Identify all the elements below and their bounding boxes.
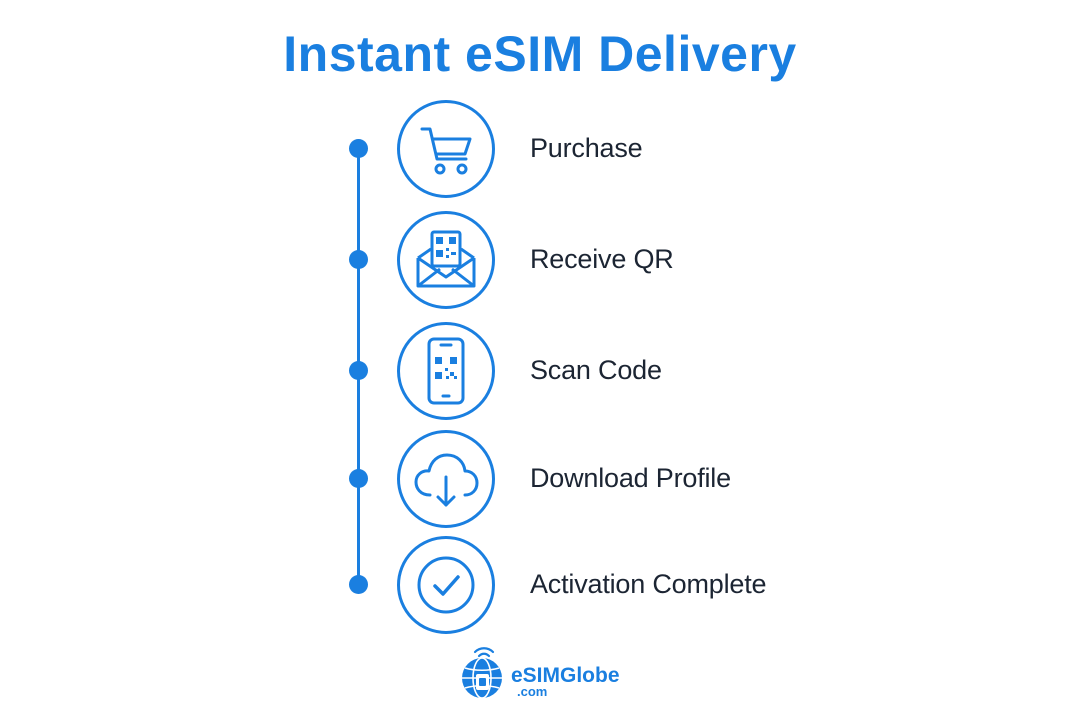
step-label: Receive QR: [530, 244, 674, 274]
step-label: Download Profile: [530, 463, 731, 493]
step-icon-circle: [397, 430, 495, 528]
step-label: Activation Complete: [530, 569, 767, 599]
logo-domain: .com: [517, 684, 548, 699]
timeline-dot: [349, 139, 368, 158]
step-purchase: Purchase: [0, 98, 1080, 198]
logo-wordmark: eSIMGlobe: [511, 664, 620, 687]
step-icon-circle: [397, 536, 495, 634]
brand-logo: eSIMGlobe .com: [455, 640, 635, 702]
timeline-dot: [349, 361, 368, 380]
timeline-dot: [349, 250, 368, 269]
step-icon-circle: [397, 211, 495, 309]
shopping-cart-icon: [420, 127, 472, 175]
step-icon-circle: [397, 322, 495, 420]
step-label: Purchase: [530, 133, 643, 163]
step-scan-code: Scan Code: [0, 320, 1080, 420]
cloud-download-icon: [414, 453, 479, 507]
step-icon-circle: [397, 100, 495, 198]
globe-sim-icon: [462, 647, 502, 699]
step-receive-qr: Receive QR: [0, 209, 1080, 309]
step-download-profile: Download Profile: [0, 428, 1080, 528]
checkmark-icon: [417, 556, 475, 614]
phone-qr-icon: [427, 337, 465, 405]
step-label: Scan Code: [530, 355, 662, 385]
page-title: Instant eSIM Delivery: [283, 26, 797, 82]
timeline-dot: [349, 575, 368, 594]
timeline-dot: [349, 469, 368, 488]
step-activation-complete: Activation Complete: [0, 534, 1080, 634]
envelope-qr-icon: [416, 230, 476, 288]
